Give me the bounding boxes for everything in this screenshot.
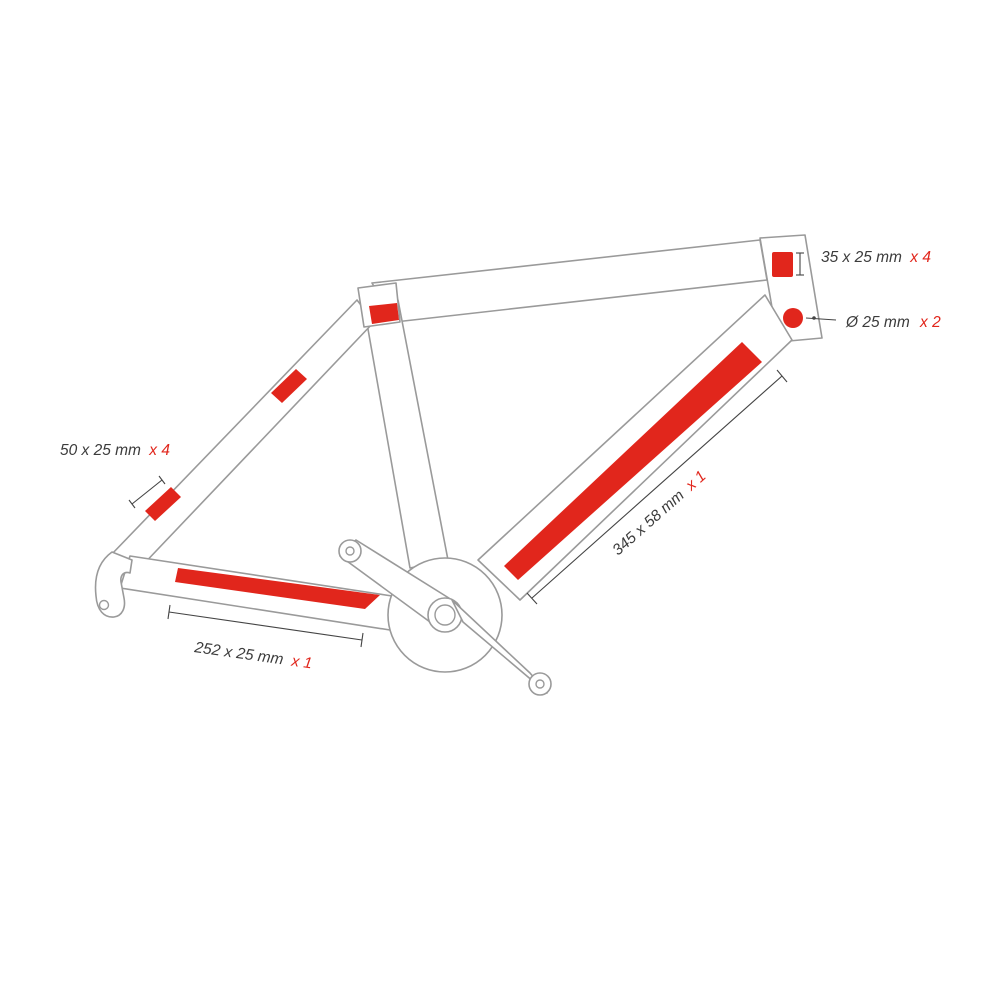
label-seat-stay-pads: 50 x 25 mm x 4: [60, 442, 170, 459]
crank-pedal-hole-rear: [345, 546, 355, 556]
label-seat-stay-pads-qty: x 4: [148, 442, 170, 459]
crank-spindle: [427, 597, 463, 633]
top-tube: [371, 239, 768, 323]
pad-down-tube: [504, 342, 762, 580]
seat-stay: [109, 299, 375, 571]
label-head-pads-qty: x 4: [909, 249, 931, 266]
label-chain-stay-pad-qty: x 1: [289, 653, 313, 673]
label-round-pads-size: Ø 25 mm: [845, 314, 910, 331]
label-down-tube-pad-qty: x 1: [682, 468, 710, 495]
label-chain-stay-pad: 252 x 25 mm x 1: [192, 639, 313, 672]
label-seat-stay-pads-size: 50 x 25 mm: [60, 442, 141, 459]
seat-tube: [361, 294, 449, 569]
label-head-pads: 35 x 25 mm x 4: [821, 249, 931, 266]
label-round-pads-qty: x 2: [919, 314, 941, 331]
dimension-chain-stay-pad: [167, 604, 364, 648]
pad-round: [783, 308, 803, 328]
label-round-pads: Ø 25 mm x 2: [845, 314, 941, 331]
dropout-axle-hole: [98, 599, 110, 611]
pad-seat-stay-upper: [271, 369, 307, 403]
dimension-seat-stay-pad: [128, 475, 166, 509]
pad-top-tube: [369, 303, 399, 324]
crank-pedal-boss-front: [528, 672, 552, 696]
pad-head-tube: [772, 252, 793, 277]
leader-round-pad: [805, 316, 837, 321]
label-chain-stay-pad-size: 252 x 25 mm: [192, 639, 284, 668]
pad-seat-stay-lower: [145, 487, 181, 521]
crank-pedal-boss-rear: [338, 539, 362, 563]
crank-pedal-hole-front: [535, 679, 545, 689]
pad-chain-stay: [175, 568, 380, 609]
dimension-head-pad: [796, 252, 804, 276]
dimension-down-tube-pad: [526, 369, 788, 605]
crank-bolt: [434, 604, 456, 626]
label-head-pads-size: 35 x 25 mm: [821, 249, 902, 266]
